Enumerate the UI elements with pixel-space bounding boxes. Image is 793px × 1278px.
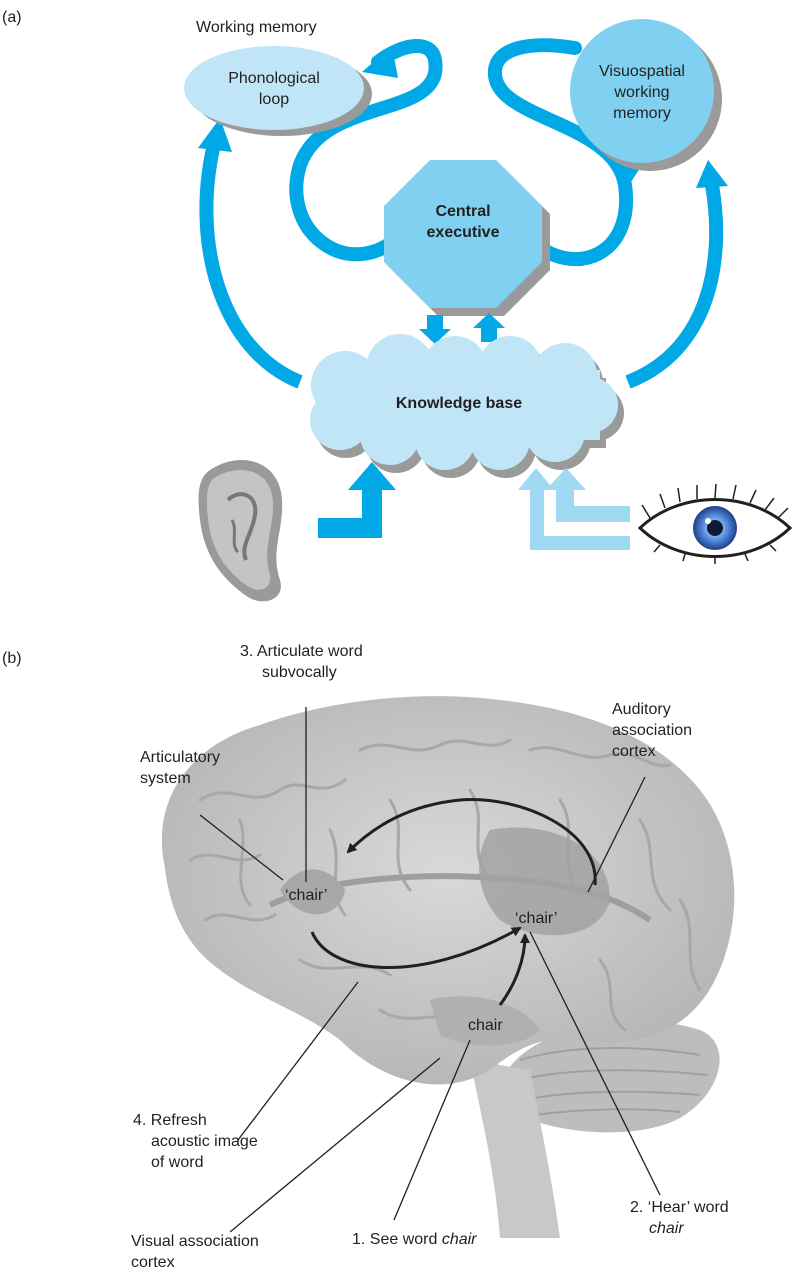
working-memory-title: Working memory [196, 19, 317, 36]
label-articulate-2: subvocally [262, 664, 337, 681]
label-auditory-3: cortex [612, 743, 656, 760]
visuospatial-label-2: working [613, 84, 669, 101]
ear-icon [199, 460, 283, 601]
brain-illustration [162, 696, 734, 1238]
phonological-loop-label-2: loop [259, 91, 289, 108]
knowledge-base-label: Knowledge base [396, 395, 522, 412]
knowledge-to-phonological-arrow [198, 118, 300, 382]
label-auditory-1: Auditory [612, 701, 671, 718]
label-see-chair: chair [442, 1231, 477, 1248]
label-articulatory-2: system [140, 770, 191, 787]
label-articulatory-1: Articulatory [140, 749, 220, 766]
label-refresh-1: 4. Refresh [133, 1112, 207, 1129]
central-executive-label-1: Central [435, 203, 490, 220]
label-articulate-1: 3. Articulate word [240, 643, 363, 660]
label-refresh-3: of word [151, 1154, 203, 1171]
label-hear-2: chair [649, 1220, 684, 1237]
word-chair-articulatory: ‘chair’ [285, 887, 327, 904]
word-chair-visual: chair [468, 1017, 503, 1034]
eye-input-arrow [518, 468, 630, 550]
label-auditory-2: association [612, 722, 692, 739]
label-see-prefix: 1. See word [352, 1231, 442, 1248]
label-visual-1: Visual association [131, 1233, 259, 1250]
word-chair-auditory: ‘chair’ [515, 910, 557, 927]
panel-b: (b) [2, 643, 734, 1271]
label-visual-2: cortex [131, 1254, 175, 1271]
visuospatial-label-1: Visuospatial [599, 63, 685, 80]
visuospatial-label-3: memory [613, 105, 671, 122]
label-see-word: 1. See word chair [352, 1231, 477, 1248]
phonological-loop-label-1: Phonological [228, 70, 320, 87]
knowledge-to-visuospatial-arrow [628, 160, 728, 382]
phonological-loop-node: Phonological loop [184, 46, 372, 136]
panel-a-label: (a) [2, 9, 22, 26]
central-executive-node: Central executive [384, 160, 550, 316]
label-hear-1: 2. ‘Hear’ word [630, 1199, 729, 1216]
central-executive-label-2: executive [427, 224, 500, 241]
panel-b-label: (b) [2, 650, 22, 667]
ear-input-arrow [318, 462, 396, 538]
panel-a: (a) Working memory Phonological loop [2, 9, 790, 601]
knowledge-base-node: Knowledge base [310, 334, 624, 478]
eye-icon [640, 484, 790, 564]
label-refresh-2: acoustic image [151, 1133, 258, 1150]
